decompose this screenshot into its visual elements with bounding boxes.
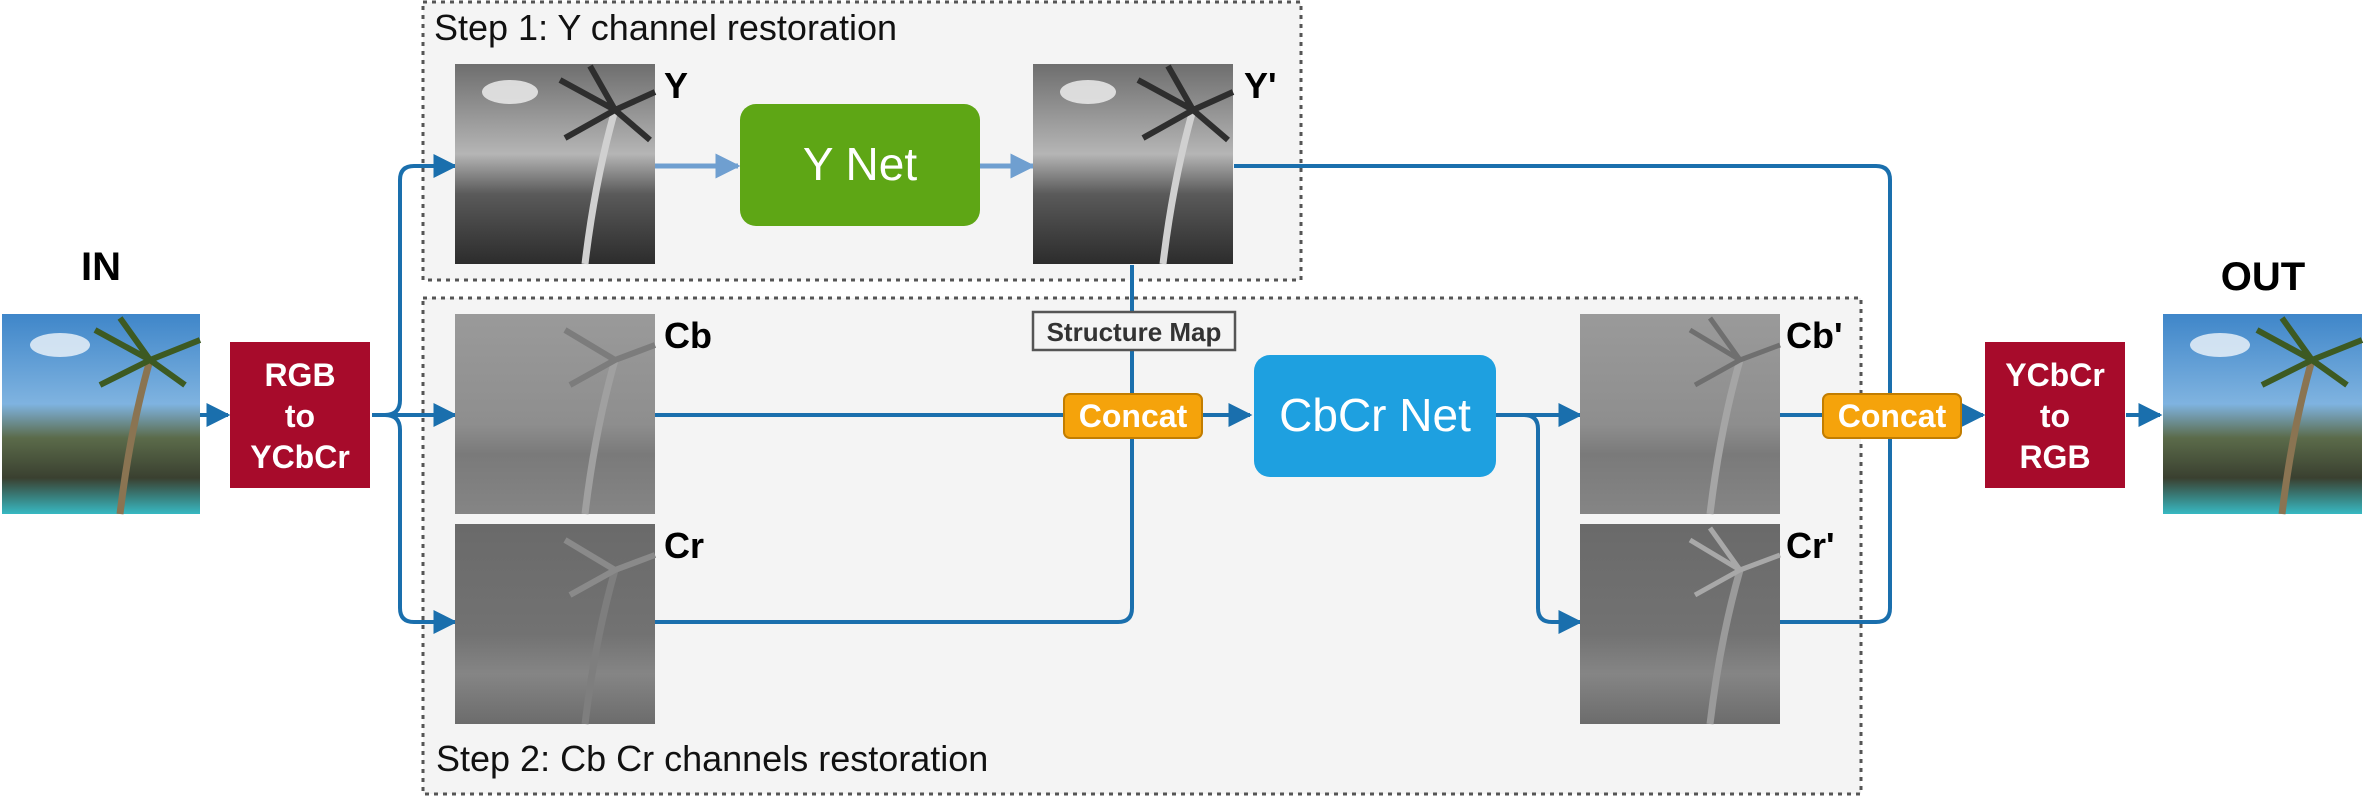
rgb-to-ycbcr-line1: RGB xyxy=(264,357,335,393)
cr-to-concat-line xyxy=(655,432,1134,624)
ycbcr-to-rgb-line2: to xyxy=(2040,398,2070,434)
label-cr-prime: Cr' xyxy=(1786,525,1835,566)
cbcr-to-crprime-arrow xyxy=(1496,413,1583,634)
step2-title: Step 2: Cb Cr channels restoration xyxy=(436,738,988,779)
ycbcr-to-rgb-line3: RGB xyxy=(2019,439,2090,475)
y-channel-image xyxy=(455,64,657,265)
rgb-to-ycbcr-block: RGB to YCbCr xyxy=(230,342,370,488)
cbcr-net-block: CbCr Net xyxy=(1254,355,1496,477)
yprime-to-out-concat xyxy=(1234,164,1892,394)
structure-map-box: Structure Map xyxy=(1031,310,1237,352)
label-cb-prime: Cb' xyxy=(1786,315,1843,356)
structure-map-label: Structure Map xyxy=(1047,317,1222,347)
y-net-label: Y Net xyxy=(803,138,917,190)
rgb-to-ycbcr-line3: YCbCr xyxy=(250,439,350,475)
ycbcr-to-rgb-block: YCbCr to RGB xyxy=(1985,342,2125,488)
split-to-cr-arrow xyxy=(384,413,458,634)
label-cr: Cr xyxy=(664,525,704,566)
y-prime-channel-image xyxy=(1033,64,1235,265)
output-image xyxy=(2163,314,2364,515)
cb-channel-image xyxy=(455,314,657,515)
concat-block-1: Concat xyxy=(1063,393,1203,439)
cr-prime-channel-image xyxy=(1580,524,1781,725)
label-in: IN xyxy=(81,245,121,289)
concat-1-label: Concat xyxy=(1079,398,1188,434)
input-image xyxy=(2,314,202,515)
crprime-to-concat xyxy=(1780,436,1892,624)
cbcr-net-label: CbCr Net xyxy=(1279,389,1471,441)
label-y: Y xyxy=(664,65,688,106)
concat-2-label: Concat xyxy=(1838,398,1947,434)
label-cb: Cb xyxy=(664,315,712,356)
cr-channel-image xyxy=(455,524,657,725)
rgb-to-ycbcr-line2: to xyxy=(285,398,315,434)
label-out: OUT xyxy=(2221,255,2305,299)
split-to-y-arrow xyxy=(384,154,458,417)
concat-block-2: Concat xyxy=(1822,393,1962,439)
ycbcr-to-rgb-line1: YCbCr xyxy=(2005,357,2105,393)
y-net-block: Y Net xyxy=(740,104,980,226)
label-y-prime: Y' xyxy=(1244,65,1277,106)
cb-prime-channel-image xyxy=(1580,314,1781,515)
step1-title: Step 1: Y channel restoration xyxy=(434,7,897,48)
